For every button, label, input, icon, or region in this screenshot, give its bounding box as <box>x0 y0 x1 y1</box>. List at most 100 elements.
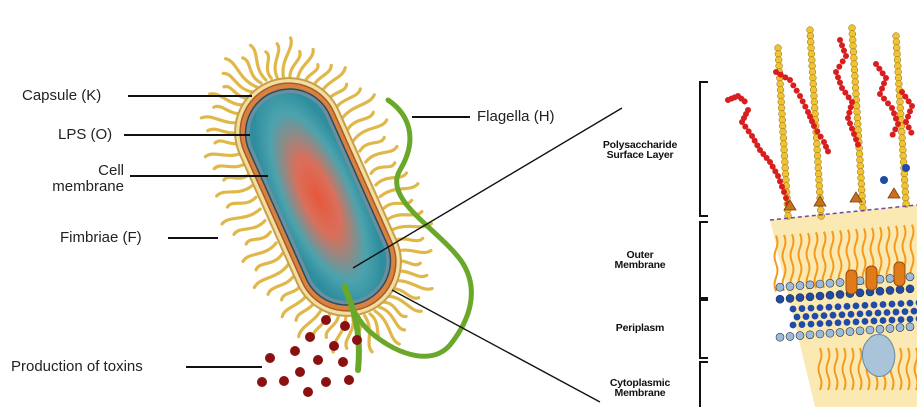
toxin-dot <box>340 321 350 331</box>
toxin-dot <box>290 346 300 356</box>
phospholipid-head <box>796 332 804 340</box>
peptidoglycan-bead <box>848 311 855 318</box>
outer-membrane-label: Outer Membrane <box>590 250 690 270</box>
o-antigen-bead <box>891 110 897 116</box>
phospholipid-head <box>816 330 824 338</box>
fimbria-hair <box>234 221 265 235</box>
fimbria-hair <box>217 186 253 196</box>
fimbriae-label: Fimbriae (F) <box>60 230 142 246</box>
o-antigen-bead <box>905 114 911 120</box>
o-antigen-bead <box>835 74 841 80</box>
porin-protein <box>894 262 905 286</box>
phospholipid-head <box>876 287 884 295</box>
o-antigen-bead <box>845 115 851 121</box>
phospholipid-head <box>816 292 824 300</box>
phospholipid-head <box>836 278 844 286</box>
layer-brackets <box>700 82 708 407</box>
toxin-dot <box>305 332 315 342</box>
peptidoglycan-bead <box>866 310 873 317</box>
o-antigen-bead <box>906 124 912 130</box>
o-antigen-bead <box>885 100 891 106</box>
o-antigen-bead <box>837 80 843 86</box>
fimbria-hair <box>376 173 407 185</box>
o-antigen-bead <box>853 136 859 142</box>
o-antigen-bead <box>903 119 909 125</box>
o-antigen-bead <box>846 110 852 116</box>
o-antigen-bead <box>908 130 914 136</box>
surface-protein-dot <box>880 176 888 184</box>
o-antigen-bead <box>848 104 854 110</box>
phospholipid-head <box>886 324 894 332</box>
capsule-label: Capsule (K) <box>22 88 101 104</box>
polysaccharide-layer-label: Polysaccharide Surface Layer <box>582 140 698 160</box>
periplasm-label: Periplasm <box>590 323 690 333</box>
o-antigen-bead <box>825 148 831 154</box>
peptidoglycan-bead <box>839 311 846 318</box>
cytoplasmic-label-line2: Membrane <box>585 388 695 398</box>
peptidoglycan-bead <box>803 313 810 320</box>
o-antigen-bead <box>849 99 855 105</box>
fimbria-hair <box>366 146 397 162</box>
toxins-label: Production of toxins <box>11 359 143 375</box>
o-antigen-bead <box>895 121 901 127</box>
o-antigen-bead <box>797 93 803 99</box>
fimbria-hair <box>371 163 395 174</box>
toxin-dot <box>338 357 348 367</box>
peptidoglycan-bead <box>862 302 869 309</box>
phospholipid-head <box>776 283 784 291</box>
peptidoglycan-bead <box>830 312 837 319</box>
o-antigen-bead <box>802 104 808 110</box>
fimbria-hair <box>214 163 246 169</box>
toxin-dot <box>329 341 339 351</box>
peptidoglycan-bead <box>907 316 914 323</box>
o-antigen-bead <box>783 195 789 201</box>
o-antigen-bead <box>907 108 913 114</box>
o-antigen-bead <box>849 126 855 132</box>
peptidoglycan-bead <box>880 301 887 308</box>
toxin-dot <box>265 353 275 363</box>
fimbria-hair <box>224 174 249 180</box>
peptidoglycan-bead <box>808 305 815 312</box>
phospholipid-head <box>906 273 914 281</box>
core-anchor <box>814 196 826 206</box>
o-antigen-bead <box>775 173 781 179</box>
fimbria-hair <box>266 52 271 78</box>
toxin-dot <box>313 355 323 365</box>
zoom-line-upper <box>353 108 622 268</box>
peptidoglycan-bead <box>835 303 842 310</box>
peptidoglycan-bead <box>826 320 833 327</box>
fimbria-hair <box>360 137 384 151</box>
peptidoglycan-bead <box>808 321 815 328</box>
o-antigen-bead <box>811 123 817 129</box>
phospholipid-head <box>796 282 804 290</box>
peptidoglycan-bead <box>853 302 860 309</box>
phospholipid-head <box>806 281 814 289</box>
o-antigen-bead <box>847 120 853 126</box>
o-antigen-bead <box>814 128 820 134</box>
cell-membrane-label-line1: Cell <box>30 163 124 179</box>
o-antigen-bead <box>889 105 895 111</box>
fimbria-hair <box>227 197 255 207</box>
zoom-line-lower <box>392 290 600 402</box>
o-antigen-bead <box>779 184 785 190</box>
toxin-dot <box>257 377 267 387</box>
peptidoglycan-bead <box>889 317 896 324</box>
peptidoglycan-bead <box>821 312 828 319</box>
phospholipid-head <box>796 294 804 302</box>
peptidoglycan-bead <box>812 313 819 320</box>
peptidoglycan-bead <box>844 303 851 310</box>
toxin-dot <box>321 315 331 325</box>
phospholipid-head <box>806 331 814 339</box>
phospholipid-head <box>886 274 894 282</box>
membrane-transport-protein <box>862 334 894 376</box>
toxin-dot <box>295 367 305 377</box>
phospholipid-head <box>816 280 824 288</box>
peptidoglycan-bead <box>790 322 797 329</box>
cell-wall-panel <box>725 25 917 407</box>
o-antigen-bead <box>879 86 885 92</box>
periplasm-bracket <box>700 300 708 358</box>
peptidoglycan-bead <box>880 317 887 324</box>
toxin-particles <box>257 315 362 397</box>
